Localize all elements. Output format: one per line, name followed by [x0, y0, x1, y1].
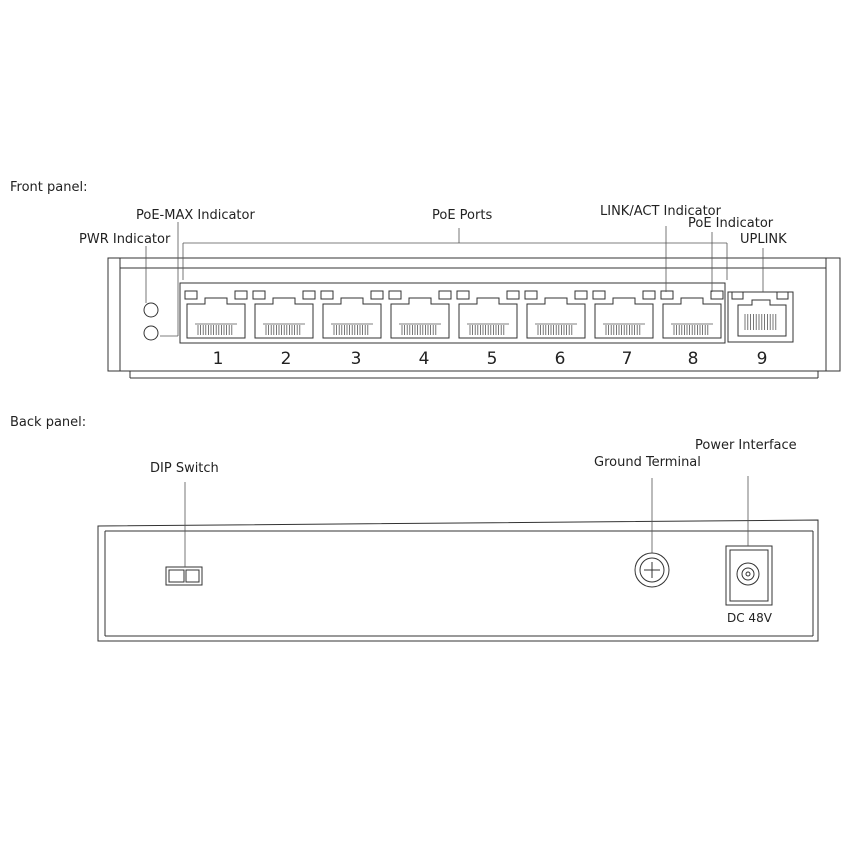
front-chassis — [107, 257, 841, 379]
dip-switch — [165, 566, 203, 586]
port-number-7: 7 — [622, 349, 633, 369]
port-number-1: 1 — [213, 349, 224, 369]
power-interface-label: Power Interface — [695, 438, 797, 453]
poe-port-1 — [184, 290, 248, 339]
poe-port-5 — [456, 290, 520, 339]
poe-port-4 — [388, 290, 452, 339]
poe-ports-label: PoE Ports — [432, 208, 492, 223]
power-rating-label: DC 48V — [727, 611, 773, 625]
poe-port-7 — [592, 290, 656, 339]
ports-group — [184, 290, 724, 339]
port-number-6: 6 — [555, 349, 566, 369]
poe-port-block — [179, 282, 726, 344]
port-number-8: 8 — [688, 349, 699, 369]
uplink-port — [727, 291, 794, 343]
front-callout-lines — [145, 222, 764, 337]
pwr-indicator-label: PWR Indicator — [79, 232, 171, 247]
poe-max-indicator-label: PoE-MAX Indicator — [136, 208, 255, 223]
link-act-indicator-label: LINK/ACT Indicator — [600, 204, 722, 219]
poe-indicator-label: PoE Indicator — [688, 216, 774, 231]
back-callout-lines — [184, 476, 749, 567]
port-number-2: 2 — [281, 349, 292, 369]
poe-port-6 — [524, 290, 588, 339]
poe-max-led — [143, 302, 159, 318]
back-chassis — [97, 519, 819, 642]
port-number-4: 4 — [419, 349, 430, 369]
uplink-label: UPLINK — [740, 232, 787, 247]
power-interface-jack — [725, 545, 773, 606]
ground-terminal — [634, 552, 670, 588]
dip-switch-label: DIP Switch — [150, 461, 219, 476]
front-panel-label: Front panel: — [10, 180, 87, 195]
poe-port-2 — [252, 290, 316, 339]
port-number-5: 5 — [487, 349, 498, 369]
ground-terminal-label: Ground Terminal — [594, 455, 701, 470]
port-number-3: 3 — [351, 349, 362, 369]
port-number-9: 9 — [757, 349, 768, 369]
poe-port-3 — [320, 290, 384, 339]
port-numbers: 1 2 3 4 5 6 7 8 9 — [213, 349, 768, 369]
back-panel-label: Back panel: — [10, 415, 86, 430]
pwr-led — [143, 325, 159, 341]
poe-port-8 — [660, 290, 724, 339]
